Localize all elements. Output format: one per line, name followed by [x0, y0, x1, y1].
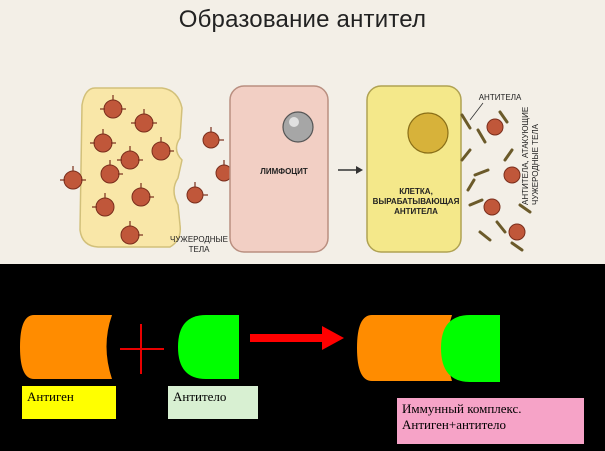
antigen-particle	[131, 187, 151, 207]
antigen-particle	[93, 133, 113, 153]
antigen-particle	[483, 198, 501, 216]
complex-antigen-part	[357, 315, 452, 381]
producing-cell-label-line3: АНТИТЕЛА	[394, 207, 438, 216]
antigen-spikes	[60, 95, 236, 236]
antibody-formation-illustration: ЛИМФОЦИТ ЧУЖЕРОДНЫЕ ТЕЛА КЛЕТКА, ВЫРАБАТ…	[60, 85, 540, 254]
page-title: Образование антител	[178, 6, 427, 33]
process-arrow-head	[356, 166, 363, 174]
nucleus-highlight	[289, 117, 299, 127]
antigen-label: Антиген	[22, 386, 116, 419]
antigen-shape	[20, 315, 112, 379]
foreign-bodies-label-line1: ЧУЖЕРОДНЫЕ	[170, 235, 228, 244]
immune-complex-label-line2: Антиген+антитело	[402, 417, 507, 432]
attacking-label-line1: АНТИТЕЛА, АТАКУЮЩИЕ	[521, 107, 530, 205]
antigen-particle	[486, 118, 504, 136]
complex-antibody-part	[441, 315, 500, 382]
antigen-particle	[508, 223, 526, 241]
antigen-particle	[103, 99, 123, 119]
attacked-antigens	[483, 118, 526, 241]
antigen-particle	[202, 131, 220, 149]
antigen-particle	[151, 141, 171, 161]
producing-cell-label-line1: КЛЕТКА,	[399, 187, 433, 196]
antigen-particle	[120, 150, 140, 170]
attacking-antibodies-label: АНТИТЕЛА, АТАКУЮЩИЕ ЧУЖЕРОДНЫЕ ТЕЛА	[521, 107, 540, 205]
antibodies-label: АНТИТЕЛА	[479, 93, 522, 102]
foreign-bodies-label-line2: ТЕЛА	[189, 245, 210, 254]
antigen-particle	[186, 186, 204, 204]
antigen-particle	[120, 225, 140, 245]
antigen-particle	[100, 164, 120, 184]
antigen-particle	[503, 166, 521, 184]
reaction-arrow-shaft	[250, 334, 325, 342]
lymphocyte-label: ЛИМФОЦИТ	[260, 167, 308, 176]
immune-complex-label: Иммунный комплекс. Антиген+антитело	[397, 398, 584, 444]
antibody-shape	[178, 315, 239, 379]
reaction-arrow-head	[322, 326, 344, 350]
attacking-label-line2: ЧУЖЕРОДНЫЕ ТЕЛА	[531, 123, 540, 205]
antigen-particle	[134, 113, 154, 133]
lymphocyte-nucleus	[282, 111, 314, 143]
antigen-antibody-scheme	[20, 315, 500, 382]
antibody-label: Антитело	[168, 386, 258, 419]
antibody-producing-cell	[366, 85, 462, 253]
immune-complex-label-line1: Иммунный комплекс.	[402, 401, 522, 416]
producing-cell-label-line2: ВЫРАБАТЫВАЮЩАЯ	[373, 197, 460, 206]
antigen-particle	[95, 197, 115, 217]
producing-cell-nucleus	[407, 112, 449, 154]
antibody-fragments	[460, 110, 532, 252]
antigen-particle	[63, 170, 83, 190]
